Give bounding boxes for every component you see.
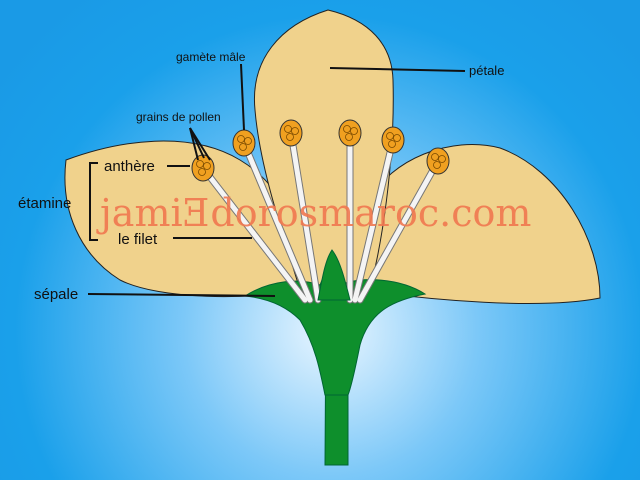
- pistil: [317, 249, 351, 301]
- label-le-filet: le filet: [118, 231, 158, 248]
- anther: [191, 154, 215, 182]
- watermark: jamiƎdorosmaroc.com: [96, 191, 531, 235]
- anther: [232, 129, 256, 157]
- anther: [279, 119, 303, 147]
- leader-lines: [87, 63, 466, 297]
- anther: [381, 126, 405, 154]
- label-anthere: anthère: [104, 158, 155, 175]
- anther: [426, 147, 450, 175]
- label-grains-de-pollen: grains de pollen: [136, 110, 221, 124]
- label-sepale: sépale: [34, 286, 78, 303]
- label-petale: pétale: [469, 63, 504, 78]
- label-gamete-male: gamète mâle: [176, 50, 246, 64]
- pollen-grains: [196, 125, 446, 176]
- label-etamine: étamine: [18, 195, 71, 212]
- anther: [338, 119, 362, 147]
